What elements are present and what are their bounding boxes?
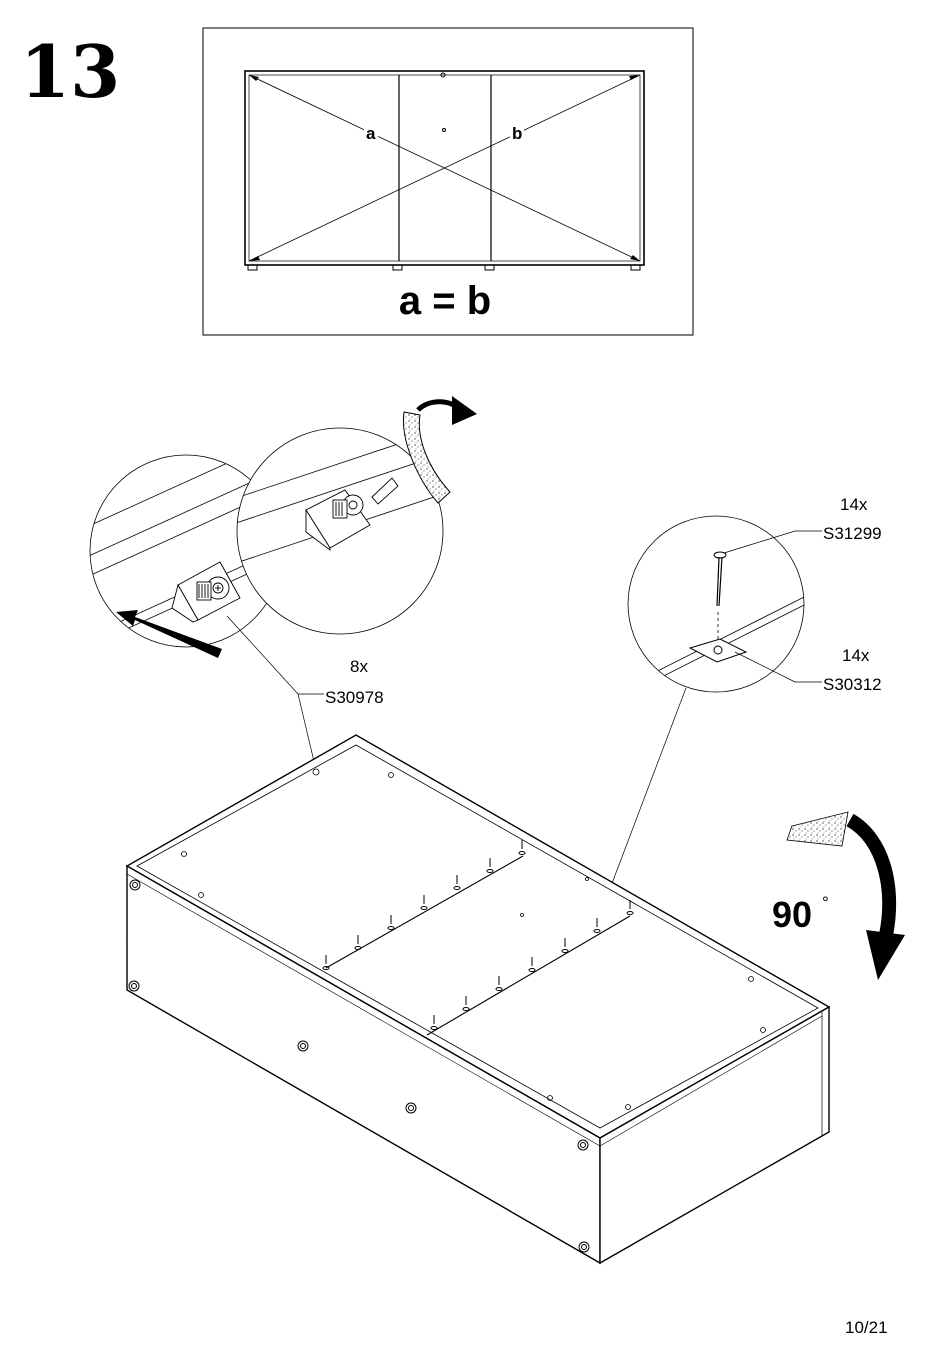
diagonal-equation: a = b bbox=[399, 279, 491, 323]
step-number: 13 bbox=[20, 29, 120, 114]
page-number: 10/21 bbox=[845, 1318, 888, 1337]
nail-quantity: 14x bbox=[840, 495, 868, 514]
connector-detail-middle bbox=[230, 420, 470, 634]
nail-part-code: S31299 bbox=[823, 524, 882, 543]
plate-part-code: S30312 bbox=[823, 675, 882, 694]
rotation-degree-symbol: ° bbox=[822, 893, 829, 912]
diagonal-a-label: a bbox=[366, 124, 376, 143]
connector-quantity: 8x bbox=[350, 657, 368, 676]
diagonal-b-label: b bbox=[512, 124, 522, 143]
nail-detail bbox=[620, 516, 810, 698]
connector-part-code: S30978 bbox=[325, 688, 384, 707]
rotation-angle: 90 bbox=[772, 894, 812, 935]
plate-quantity: 14x bbox=[842, 646, 870, 665]
cabinet-back-view bbox=[127, 735, 829, 1263]
diagonal-check-panel: a b a = b bbox=[203, 28, 693, 335]
